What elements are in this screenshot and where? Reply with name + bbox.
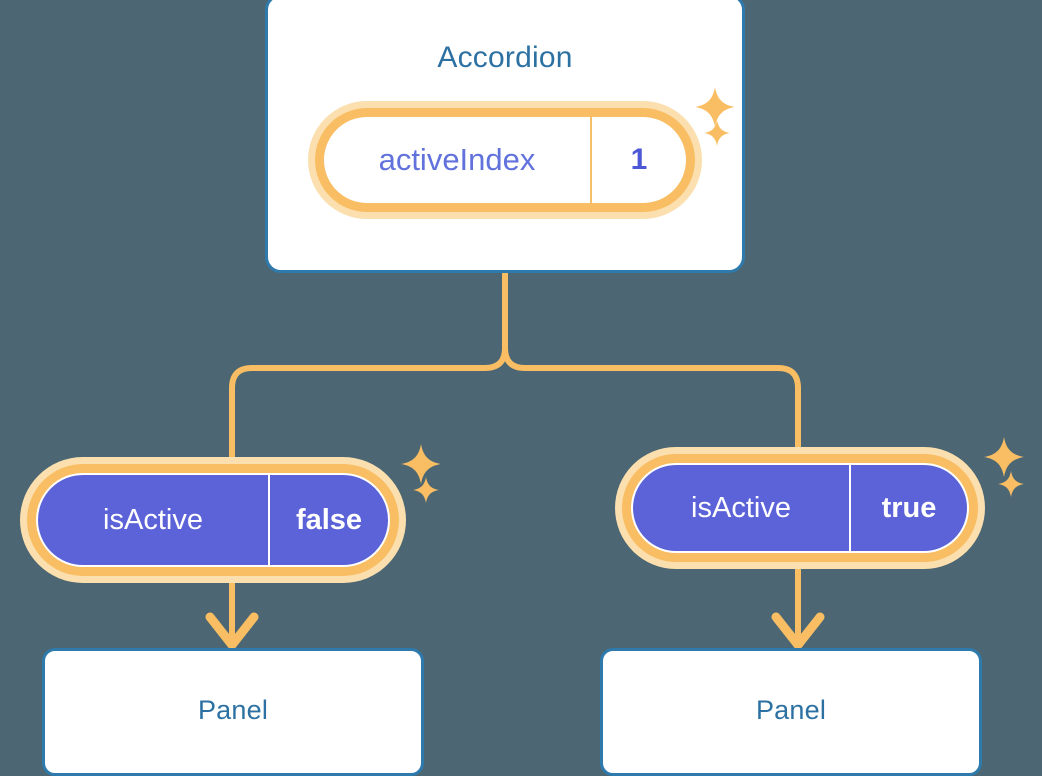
state-value-label: false: [295, 503, 363, 536]
sparkle-icon-small-right: [997, 470, 1025, 498]
state-value-label: 1: [630, 143, 648, 176]
sparkle-icon-large-left: [400, 443, 442, 485]
accordion-title: Accordion: [437, 41, 573, 74]
state-key-label: isActive: [38, 475, 270, 565]
panel-right-title: Panel: [755, 695, 827, 725]
state-pill-body: activeIndex 1: [324, 117, 686, 203]
sparkle-icon-large-right: [983, 436, 1025, 478]
panel-left-title: Panel: [197, 695, 269, 725]
state-pill-active-index[interactable]: activeIndex 1: [308, 101, 702, 219]
panel-component-left[interactable]: Panel: [42, 648, 424, 776]
sparkle-icon-small-left: [412, 476, 440, 504]
arrow-head-right: [771, 612, 825, 650]
state-key-label: isActive: [633, 465, 851, 551]
state-pill-body: isActive false: [36, 473, 390, 567]
connector-arm-right: [502, 345, 801, 451]
state-value-label: true: [881, 491, 937, 524]
connector-arm-left: [229, 345, 508, 461]
state-key-label: activeIndex: [324, 117, 592, 203]
state-pill-ring: isActive true: [622, 454, 978, 562]
state-pill-is-active-false[interactable]: isActive false: [20, 457, 406, 583]
arrow-head-left: [205, 612, 259, 650]
state-pill-body: isActive true: [631, 463, 969, 553]
panel-component-right[interactable]: Panel: [600, 648, 982, 776]
state-pill-is-active-true[interactable]: isActive true: [615, 447, 985, 569]
state-pill-ring: activeIndex 1: [315, 108, 695, 212]
state-pill-ring: isActive false: [27, 464, 399, 576]
